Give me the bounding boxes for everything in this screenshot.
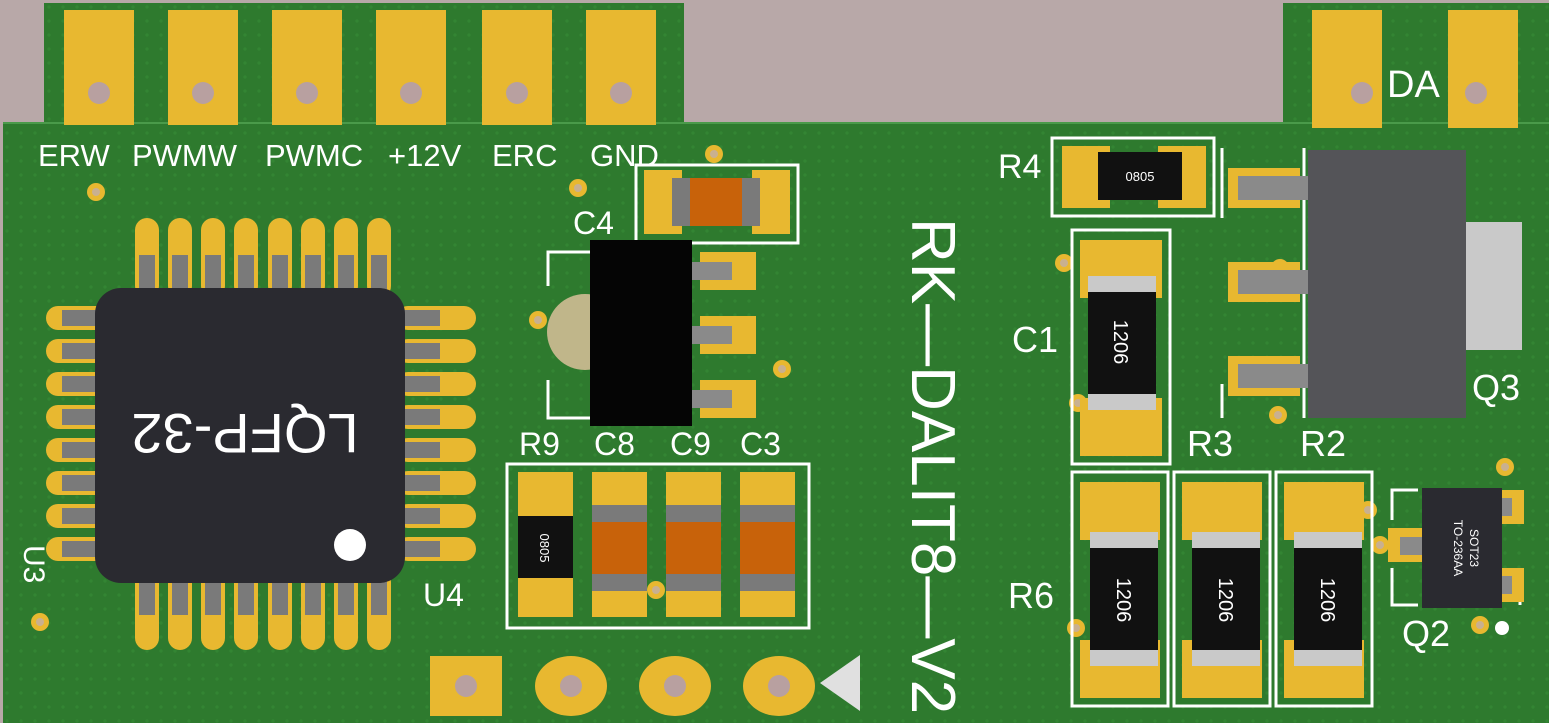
pin-label-erc: ERC: [492, 138, 557, 173]
pin-label-erw: ERW: [38, 138, 111, 173]
c1-footprint: 1206: [1070, 228, 1172, 466]
u3-package-label: LQFP-32: [131, 402, 358, 465]
c8-ref: C8: [594, 426, 635, 462]
pin-label-gnd: GND: [590, 138, 659, 173]
c3-ref: C3: [740, 426, 781, 462]
c1-size: 1206: [1109, 320, 1131, 365]
board-title: RK—DALIT8—V2: [898, 218, 967, 714]
u4-footprint: [546, 240, 756, 426]
q3-ref: Q3: [1472, 367, 1520, 408]
r4-size: 0805: [1126, 169, 1155, 184]
resistor-row: 1206 1206 1206: [1070, 470, 1374, 708]
pin1-marker-icon: [820, 655, 860, 711]
da-connector: DA: [1312, 10, 1518, 128]
u3-chip: LQFP-32: [95, 288, 405, 583]
passive-row: 0805: [505, 462, 811, 630]
da-label: DA: [1387, 64, 1440, 106]
q2-footprint: SOT23 TO-236AA: [1388, 488, 1524, 608]
r9-ref: R9: [519, 426, 560, 462]
q2-ref: Q2: [1402, 613, 1450, 654]
c1-ref: C1: [1012, 319, 1058, 360]
q3-footprint: [1220, 148, 1522, 418]
q2-pin1-dot: [1495, 621, 1509, 635]
r3-size: 1206: [1214, 578, 1236, 623]
pin-label-12v: +12V: [388, 138, 462, 173]
c9-ref: C9: [670, 426, 711, 462]
r2-size: 1206: [1316, 578, 1338, 623]
top-connector-labels: ERW PWMW PWMC +12V ERC GND: [38, 138, 659, 173]
c4-footprint: [634, 163, 800, 245]
bottom-header-pads: [430, 655, 860, 716]
r6-ref: R6: [1008, 575, 1054, 616]
c4-ref: C4: [573, 205, 614, 241]
q2-package-line1: SOT23: [1467, 529, 1481, 567]
top-connector-pads: [64, 10, 656, 125]
u4-ref: U4: [423, 577, 464, 613]
r4-footprint: 0805: [1050, 136, 1216, 218]
pin1-dot: [334, 529, 366, 561]
r9-size: 0805: [537, 534, 552, 563]
r2-ref: R2: [1300, 423, 1346, 464]
r3-ref: R3: [1187, 423, 1233, 464]
r4-ref: R4: [998, 148, 1041, 186]
u3-leads: [62, 255, 440, 615]
u3-ref: U3: [17, 545, 50, 583]
pin-label-pwmc: PWMC: [265, 138, 363, 173]
pin-label-pwmw: PWMW: [132, 138, 238, 173]
passive-row-labels: R9 C8 C9 C3: [519, 426, 781, 462]
r6-size: 1206: [1112, 578, 1134, 623]
q2-package-line2: TO-236AA: [1451, 520, 1465, 576]
